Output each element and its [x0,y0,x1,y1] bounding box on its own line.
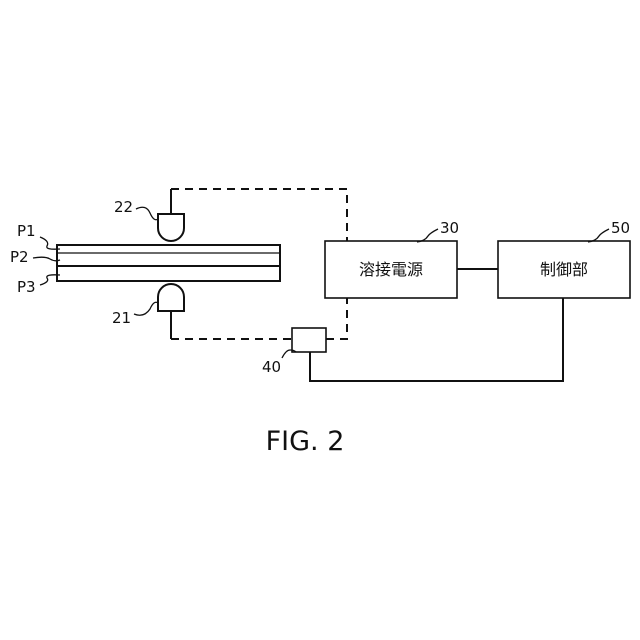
sensor-to-supply-dashed-lead [326,298,347,339]
controller-label: 制御部 [540,260,588,279]
figure-caption: FIG. 2 [266,426,345,457]
control-unit: 制御部 50 [498,219,630,298]
plate-label-p3: P3 [17,278,36,296]
upper-electrode-tip [158,214,184,241]
plate-label-p1: P1 [17,222,36,240]
plate-label-p2: P2 [10,248,29,266]
leader-40 [282,350,296,358]
leader-22 [136,207,158,220]
sensor-box [292,328,326,352]
lower-electrode: 21 [112,284,184,339]
leader-21 [134,302,158,315]
sensor-ref: 40 [262,358,281,376]
secondary-circuit [171,189,347,339]
welding-power-supply: 溶接電源 30 [325,219,459,298]
leader-50 [588,229,609,242]
lower-electrode-tip [158,284,184,311]
current-sensor: 40 [262,328,326,376]
lower-electrode-label: 21 [112,309,131,327]
upper-electrode-label: 22 [114,198,133,216]
leader-p2 [33,257,60,261]
power-supply-label: 溶接電源 [359,260,423,279]
controller-ref: 50 [611,219,630,237]
upper-electrode: 22 [114,189,184,241]
power-supply-ref: 30 [440,219,459,237]
leader-30 [417,229,438,242]
workpiece-stack [57,245,280,281]
plate-labels: P1 P2 P3 [10,222,60,296]
upper-dashed-lead [171,189,347,241]
workpiece-outline [57,245,280,281]
